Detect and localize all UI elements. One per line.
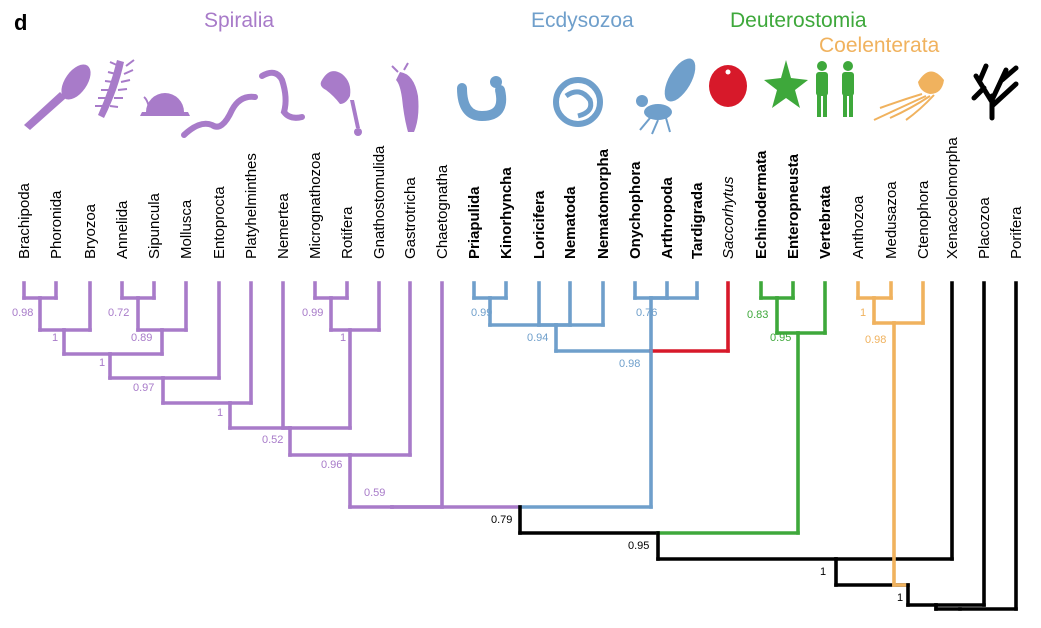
support-value-priapulida-kinorhyncha: 0.99	[471, 307, 492, 319]
priapulid-icon	[457, 76, 507, 122]
support-value-plus-entoprocta: 0.97	[133, 382, 154, 394]
support-value-plus-bryozoa: 1	[52, 332, 58, 344]
taxon-label-nemertea: Nemertea	[275, 192, 292, 259]
taxon-label-gastrotricha: Gastrotricha	[402, 177, 419, 259]
taxon-label-porifera: Porifera	[1008, 206, 1025, 259]
group-label-spiralia: Spiralia	[204, 9, 274, 32]
humans-icon	[816, 61, 854, 117]
taxon-labels: Brachipoda Phoronida Bryozoa Annelida Sipunc…	[16, 137, 1025, 259]
support-value-anthozoa-medusazoa: 1	[860, 307, 866, 319]
taxon-label-chaetognatha: Chaetognatha	[434, 164, 451, 259]
taxon-label-entoprocta: Entoprocta	[211, 186, 228, 259]
taxon-label-platyhelminthes: Platyhelminthes	[243, 153, 260, 259]
taxon-label-anthozoa: Anthozoa	[850, 195, 867, 259]
jellyfish-icon	[873, 71, 944, 121]
taxon-label-echinodermata: Echinodermata	[753, 150, 770, 259]
snail-icon	[140, 93, 190, 116]
taxon-label-sipuncula: Sipuncula	[146, 192, 163, 259]
support-value-micrognathozoa-rotifera: 0.99	[302, 307, 323, 319]
saccorhytus-icon	[709, 65, 747, 107]
fly-icon	[636, 58, 696, 135]
support-value-protostomia: 0.79	[491, 514, 512, 526]
support-value-plus-nemertea-gnathifera: 0.52	[262, 434, 283, 446]
support-value-plus-gnathostomulida: 1	[340, 332, 346, 344]
support-values: 0.98 0.72 1 0.89 1 0.97 1 0.99 1 0.52 0.96 0.59 0.99…	[12, 307, 903, 604]
taxon-label-annelida: Annelida	[114, 200, 131, 259]
taxon-label-nematoda: Nematoda	[562, 186, 579, 259]
rotifer-icon	[320, 71, 362, 136]
support-value-brachiopoda-phoronida: 0.98	[12, 307, 33, 319]
taxon-label-arthropoda: Arthropoda	[659, 177, 676, 259]
support-value-bilateria: 0.95	[628, 540, 649, 552]
taxon-label-priapulida: Priapulida	[466, 186, 483, 259]
flatworm-icon	[181, 93, 258, 138]
taxon-label-kinorhyncha: Kinorhyncha	[498, 167, 515, 259]
taxon-label-nematomorpha: Nematomorpha	[595, 148, 612, 259]
support-value-echinodermata-enteropneusta: 0.83	[747, 309, 768, 321]
taxon-label-loricifera: Loricifera	[531, 190, 548, 259]
support-value-ecdysozoa: 0.98	[619, 358, 640, 370]
nematode-icon	[553, 77, 603, 127]
annelid-worm-icon	[95, 59, 135, 118]
taxon-label-rotifera: Rotifera	[339, 206, 356, 259]
taxon-label-bryozoa: Bryozoa	[82, 203, 99, 259]
taxon-label-mollusca: Mollusca	[178, 199, 195, 259]
group-label-deuterostomia: Deuterostomia	[730, 9, 867, 32]
support-value-lophotrochozoa: 1	[99, 357, 105, 369]
group-label-ecdysozoa: Ecdysozoa	[531, 9, 634, 32]
tree-branches	[22, 281, 1018, 611]
taxon-label-brachipoda: Brachipoda	[16, 182, 33, 259]
support-value-coelenterata: 0.98	[865, 334, 886, 346]
taxon-label-vertebrata: Vertebrata	[817, 185, 834, 259]
taxon-label-xenacoelomorpha: Xenacoelomorpha	[944, 137, 961, 259]
support-value-plus-gastrotricha: 0.96	[321, 459, 342, 471]
taxon-label-placozoa: Placozoa	[976, 197, 993, 259]
support-value-panarthropoda: 0.76	[636, 307, 657, 319]
support-value-plus-platyhelminthes: 1	[217, 407, 223, 419]
taxon-label-saccorhytus: Saccorhytus	[720, 176, 737, 259]
gastrotrich-icon	[391, 62, 419, 132]
nemertean-icon	[259, 69, 305, 121]
group-label-coelenterata: Coelenterata	[819, 34, 940, 57]
support-value-scalidophora: 0.94	[527, 332, 548, 344]
brachiopod-icon	[24, 64, 91, 130]
starfish-icon	[764, 60, 808, 108]
panel-letter: d	[14, 10, 27, 35]
taxon-label-enteropneusta: Enteropneusta	[785, 153, 802, 259]
support-value-metazoa: 1	[897, 592, 903, 604]
support-value-plus-mollusca: 0.89	[131, 332, 152, 344]
taxon-label-onychophora: Onychophora	[627, 161, 644, 259]
taxon-label-gnathostomulida: Gnathostomulida	[371, 145, 388, 259]
support-value-deuterostomia: 0.95	[770, 332, 791, 344]
taxon-label-micrognathozoa: Micrognathozoa	[307, 152, 324, 259]
support-value-planulozoa: 1	[820, 566, 826, 578]
support-value-spiralia: 0.59	[364, 487, 385, 499]
taxon-label-tardigrada: Tardigrada	[689, 182, 706, 259]
taxon-label-ctenophora: Ctenophora	[915, 180, 932, 259]
taxon-label-phoronida: Phoronida	[48, 190, 65, 259]
taxon-label-medusazoa: Medusazoa	[883, 181, 900, 259]
support-value-annelida-sipuncula: 0.72	[108, 307, 129, 319]
sponge-icon	[971, 63, 1019, 121]
